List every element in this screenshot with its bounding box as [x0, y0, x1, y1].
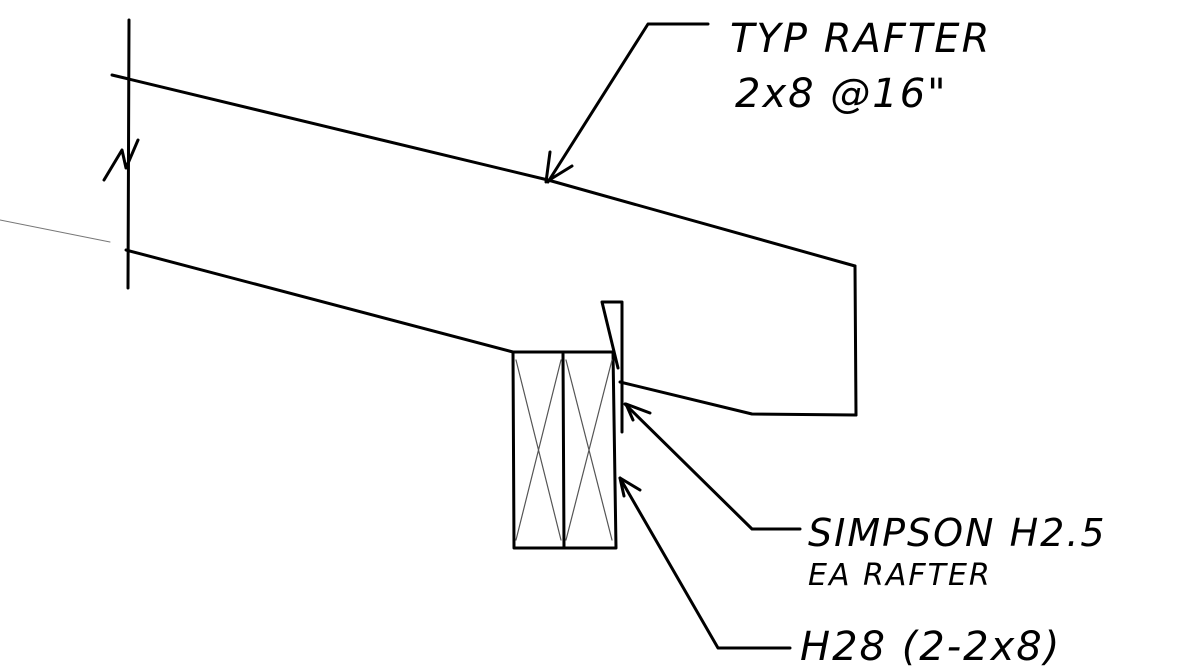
plate-cross-left: [515, 359, 562, 541]
double-top-plate: [511, 350, 618, 550]
break-line: [126, 18, 131, 290]
simpson-label-line2: EA RAFTER: [808, 558, 992, 593]
simpson-leader-arrowhead: [624, 402, 652, 422]
rafter-label-line1: TYP RAFTER: [730, 16, 991, 62]
rafter-bottom-edge: [124, 248, 515, 354]
rafter-leader-line: [546, 22, 710, 184]
plate-cross-right: [565, 359, 613, 541]
rafter-leader: [544, 22, 710, 184]
break-symbol: [102, 138, 140, 182]
rafter-end-cut: [853, 264, 858, 417]
h28-leader: [618, 476, 792, 650]
construction-line: [0, 219, 111, 243]
typical-rafter: [110, 73, 858, 417]
simpson-leader-line: [623, 402, 802, 531]
h28-label: H28 (2-2x8): [800, 624, 1061, 669]
simpson-leader: [623, 402, 802, 531]
rafter-leader-arrowhead: [544, 150, 574, 184]
plate-divider: [561, 352, 566, 550]
h28-leader-line: [618, 476, 792, 650]
rafter-bottom-edge-tail: [618, 380, 858, 417]
simpson-label-line1: SIMPSON H2.5: [808, 511, 1107, 555]
rafter-label-line2: 2x8 @16": [735, 71, 948, 117]
h28-leader-arrowhead: [618, 476, 642, 498]
plate-outline: [511, 350, 618, 550]
simpson-h25-clip: [600, 300, 624, 434]
